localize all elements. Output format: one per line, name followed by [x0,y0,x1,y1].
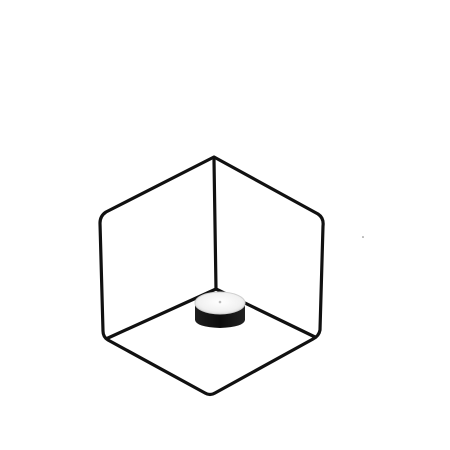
candle-wick [218,300,222,304]
candle-rim [194,291,246,315]
speck [362,236,364,238]
frame-back-post [212,158,218,291]
frame-outline [98,155,325,397]
tealight-candle [194,291,246,328]
